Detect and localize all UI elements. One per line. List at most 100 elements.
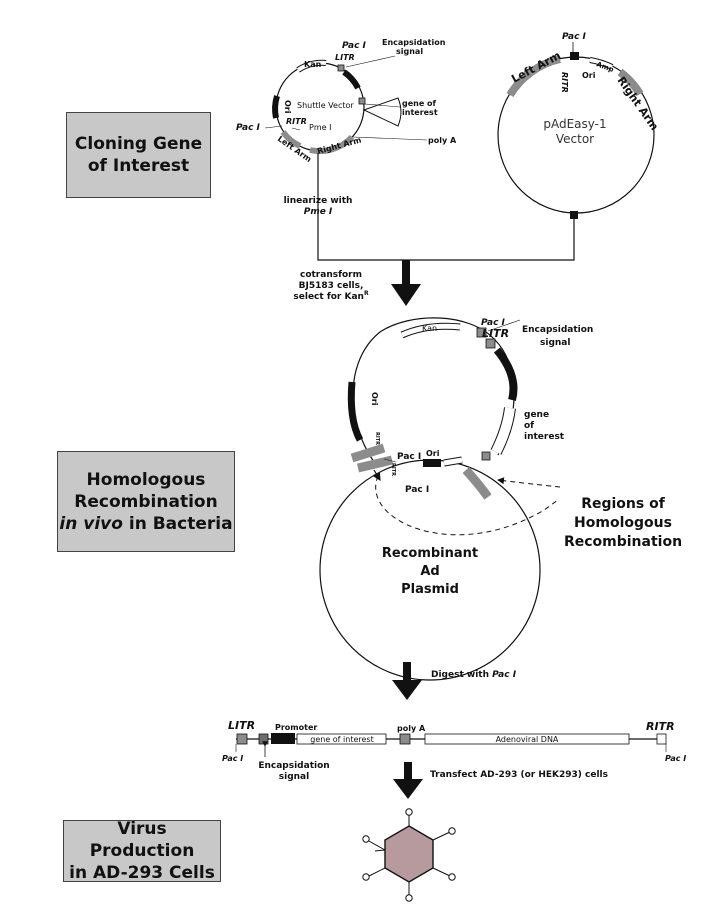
padeasy-right-arm-segment [617,68,644,97]
down-arrow-icon [391,260,421,306]
recombinant-name-2: Ad [420,564,439,579]
cotransform-label-3: select for KanR [293,290,369,302]
down-arrow-icon [393,762,423,799]
recombinant-ritr-a: RITR [374,432,380,445]
recombinant-pac-top: Pac I [481,318,506,328]
recombinant-litr: LITR [482,327,509,340]
linear-adenoviral-construct [235,733,667,757]
regions-label-2: Homologous [574,515,672,531]
shuttle-pac-top-label: Pac I [342,41,367,51]
digest-label: Digest with Pac I [431,670,517,680]
recombinant-name-3: Plasmid [401,582,459,597]
stage-virus-line2: in AD-293 Cells [69,863,215,883]
virus-hexagon-icon [362,808,456,902]
digest-prefix: Digest with [431,670,492,680]
recombinant-plasmid [319,317,561,681]
cotransform-label-2: BJ5183 cells, [299,281,364,291]
recombinant-ori-top: Ori [370,392,379,406]
shuttle-right-arm-segment [309,134,355,155]
shuttle-gene-label-2: interest [402,108,438,117]
stage-cloning-line2: of Interest [87,156,190,176]
padeasy-ori-label: Ori [582,71,596,80]
linear-promoter-label: Promoter [275,723,317,732]
linear-litr-box [236,733,248,745]
recombinant-polya-box [481,451,491,461]
shuttle-ori-segment [272,95,280,119]
shuttle-right-arm-label: Right Arm [316,135,362,155]
shuttle-encapsidation-label-2: signal [396,47,423,56]
cotransform-kan: select for Kan [293,292,364,302]
padeasy-right-arm-label: Right Arm [615,74,661,133]
shuttle-encapsidation-segment [342,69,361,90]
regions-label-3: Recombination [564,534,682,550]
transfect-label: Transfect AD-293 (or HEK293) cells [430,770,608,780]
linear-adeno-label: Adenoviral DNA [496,735,559,744]
padeasy-pac-label: Pac I [562,32,587,42]
recombinant-arm-lower [356,455,394,473]
stage-cloning-line1: Cloning Gene [74,134,203,154]
shuttle-ritr-label: RITR [286,117,307,126]
shuttle-pac-left-label: Pac I [236,123,261,133]
recombinant-kan: Kan [422,324,437,333]
shuttle-encapsidation-label: Encapsidation [382,38,446,47]
shuttle-litr-box [337,64,345,72]
padeasy-left-arm-label: Left Arm [509,49,563,86]
linear-pac-left-label: Pac I [222,754,243,763]
linear-polya-box [399,733,411,745]
recombination-dash-left [375,475,561,536]
recombinant-pac-low: Pac I [405,485,429,495]
linear-encapsidation-label-2: signal [279,772,309,782]
linear-litr-label: LITR [228,719,255,732]
linear-promoter-box [271,733,295,744]
stage-virus-line1: Virus Production [89,819,195,861]
recombinant-encapsidation: Encapsidation [522,325,593,335]
recombinant-ritr-b: RITR [390,463,396,476]
recombinant-gene: gene [524,410,549,420]
shuttle-polya-box [358,97,366,105]
padeasy-amp-label: Amp [595,60,614,74]
padeasy-name-2: Vector [556,132,594,146]
padeasy-left-arm-segment [506,55,561,98]
shuttle-vector-name: Shuttle Vector [297,101,354,110]
stage-recombination-in-vivo: in vivo [59,513,123,534]
stage-recombination-line1: Homologous [86,469,206,490]
linear-gene-box [296,733,387,745]
shuttle-litr-label: LITR [335,53,355,62]
recombinant-encapsidation-2: signal [540,338,570,348]
shuttle-vector-plasmid [264,55,428,155]
recombinant-ori-bottom: Ori [426,449,440,458]
linear-encapsidation-label: Encapsidation [258,761,329,771]
regions-label-1: Regions of [581,496,666,512]
linear-encapsidation-box [258,733,269,745]
shuttle-left-arm-segment [280,130,302,149]
linear-gene-label: gene of interest [310,735,373,744]
recombinant-litr-box [476,327,487,338]
down-arrow-icon [392,662,422,700]
linearize-label: linearize with [284,196,353,206]
shuttle-polya-label: poly A [428,136,457,145]
stage-recombination-in-bacteria: in Bacteria [122,513,233,534]
stage-recombination-line3: in vivo in Bacteria [59,513,232,535]
linear-ritr-box [656,733,667,745]
linear-pac-right-label: Pac I [665,754,686,763]
shuttle-gene-wedge [362,97,402,127]
cotransform-kan-sup: R [364,290,369,297]
recombinant-ori-bottom-box [423,459,441,467]
linearize-enzyme-label: Pme I [304,207,333,217]
recombinant-gene-3: interest [524,432,565,442]
linear-adeno-box [424,733,630,745]
shuttle-ori-label: Ori [283,100,292,114]
stage-recombination-line2: Recombination [74,491,218,512]
merge-connector-lines [317,153,575,261]
padeasy-ritr-label: RITR [560,72,569,93]
shuttle-kan-label: Kan [304,60,322,69]
recombinant-ori-top-segment [347,381,364,442]
recombinant-right-arm [462,466,492,500]
padeasy-merge-marker [570,211,578,219]
recombinant-encap-box [485,338,496,349]
linear-ritr-label: RITR [646,720,675,733]
shuttle-pme-label: Pme I [309,123,331,132]
